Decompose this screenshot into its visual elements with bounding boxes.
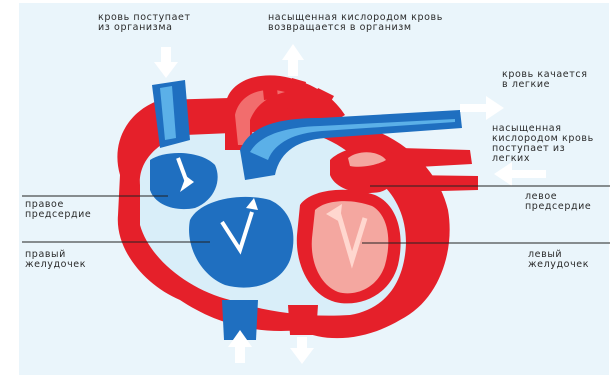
- arrow-bottom-out-icon: [290, 337, 314, 364]
- arrow-blood-enters-icon: [154, 47, 178, 78]
- pulmonary-vein-upper: [400, 148, 472, 168]
- label-oxygenated-from-lungs: насыщенная кислородом кровь поступает из…: [492, 124, 594, 164]
- arrow-from-lungs-icon: [494, 162, 546, 186]
- arrow-to-body-icon: [282, 44, 304, 76]
- label-oxygenated-returns: насыщенная кислородом кровь возвращается…: [268, 13, 443, 33]
- label-left-ventricle: левый желудочек: [528, 250, 589, 270]
- descending-aorta: [288, 305, 318, 335]
- label-pumped-to-lungs: кровь качается в легкие: [502, 70, 588, 90]
- label-blood-enters: кровь поступает из организма: [98, 13, 191, 33]
- label-right-atrium: правое предсердие: [25, 200, 91, 220]
- label-left-atrium: левое предсердие: [525, 192, 591, 212]
- arrow-to-lungs-icon: [460, 96, 504, 120]
- label-right-ventricle: правый желудочек: [25, 250, 86, 270]
- aortic-branch-1: [262, 78, 278, 100]
- pulmonary-vein-lower: [405, 175, 478, 192]
